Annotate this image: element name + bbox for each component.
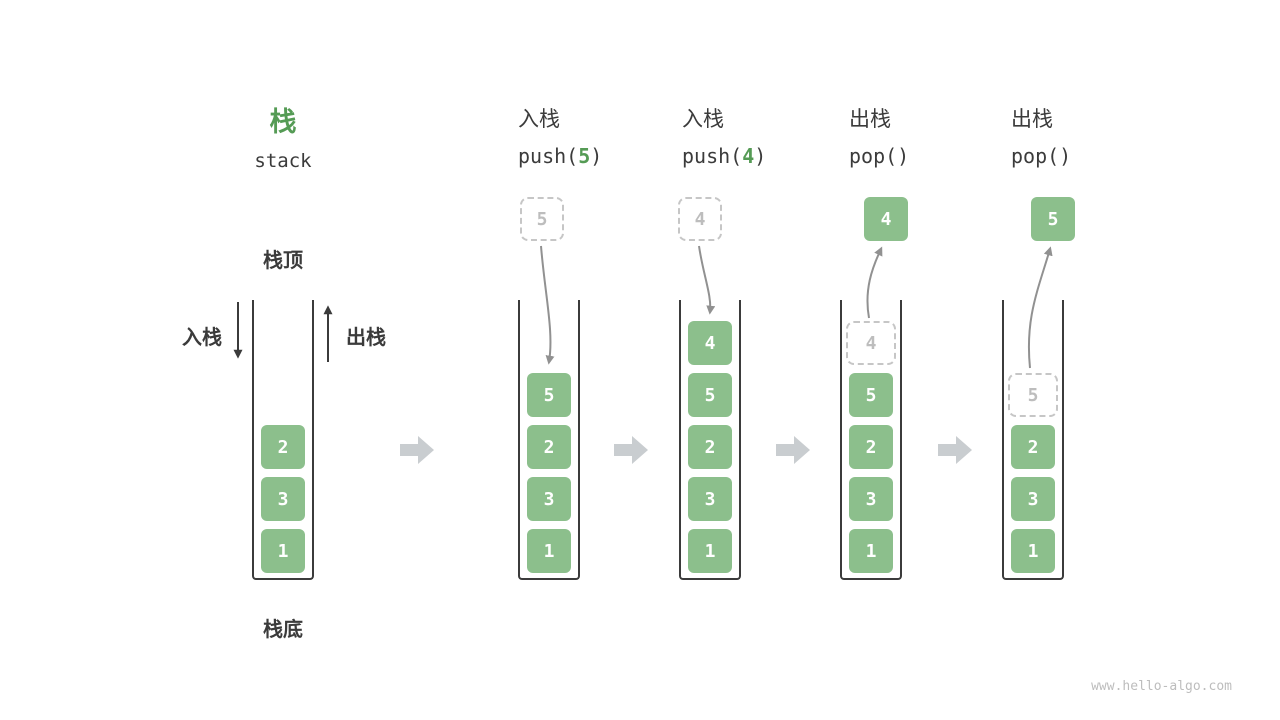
diagram-title: 栈 — [269, 107, 297, 137]
stack-cell-ghost: 4 — [846, 321, 896, 365]
stage-push5-header: 入栈 push(5) — [518, 108, 602, 168]
fn-post: ) — [897, 144, 910, 168]
stack-cell: 1 — [527, 529, 571, 573]
stack-cell: 1 — [1011, 529, 1055, 573]
stack-cell: 4 — [688, 321, 732, 365]
incoming-value-box: 5 — [520, 197, 564, 241]
incoming-value-box: 4 — [678, 197, 722, 241]
transition-arrow-shape — [400, 436, 434, 464]
fn-pre: pop( — [849, 144, 898, 168]
stack-during-pop4: 4 5 2 3 1 — [840, 300, 902, 580]
stack-bottom-label: 栈底 — [263, 619, 303, 641]
diagram-title-block: 栈 stack — [203, 100, 363, 172]
transition-arrow-icon — [400, 436, 434, 464]
operation-label: 入栈 — [518, 108, 560, 131]
stack-cell: 2 — [261, 425, 305, 469]
function-call-label: push(4) — [682, 144, 766, 168]
stack-cell: 2 — [849, 425, 893, 469]
fn-pre: push( — [682, 144, 743, 168]
stack-cell: 5 — [849, 373, 893, 417]
fn-arg: 4 — [742, 144, 755, 168]
stack-after-push4: 4 5 2 3 1 — [679, 300, 741, 580]
watermark: www.hello-algo.com — [1091, 679, 1232, 694]
function-call-label: pop() — [849, 144, 909, 168]
stack-cell-ghost: 5 — [1008, 373, 1058, 417]
stack-cell: 3 — [261, 477, 305, 521]
transition-arrow-icon — [614, 436, 648, 464]
stage-push4-header: 入栈 push(4) — [682, 108, 766, 168]
fn-pre: push( — [518, 144, 579, 168]
stack-after-push5: 5 2 3 1 — [518, 300, 580, 580]
function-call-label: push(5) — [518, 144, 602, 168]
transition-arrow-icon — [938, 436, 972, 464]
fn-arg: 5 — [578, 144, 591, 168]
function-call-label: pop() — [1011, 144, 1071, 168]
popped-value-box: 5 — [1031, 197, 1075, 241]
stack-initial: 2 3 1 — [252, 300, 314, 580]
push-direction-label: 入栈 — [182, 327, 222, 349]
stack-cell: 2 — [527, 425, 571, 469]
stage-pop4-header: 出栈 pop() — [849, 108, 909, 168]
transition-arrow-shape — [614, 436, 648, 464]
stack-cell: 3 — [1011, 477, 1055, 521]
operation-label: 出栈 — [849, 108, 891, 131]
stack-cell: 1 — [688, 529, 732, 573]
operation-label: 出栈 — [1011, 108, 1053, 131]
fn-pre: pop( — [1011, 144, 1060, 168]
stack-cell: 1 — [261, 529, 305, 573]
stack-top-label: 栈顶 — [263, 250, 303, 272]
fn-post: ) — [754, 144, 767, 168]
stack-cell: 3 — [527, 477, 571, 521]
stage-pop5-header: 出栈 pop() — [1011, 108, 1071, 168]
transition-arrow-shape — [776, 436, 810, 464]
stack-cell: 3 — [849, 477, 893, 521]
operation-label: 入栈 — [682, 108, 724, 131]
stack-cell: 3 — [688, 477, 732, 521]
popped-value-box: 4 — [864, 197, 908, 241]
stack-cell: 5 — [527, 373, 571, 417]
stack-cell: 1 — [849, 529, 893, 573]
transition-arrow-shape — [938, 436, 972, 464]
fn-post: ) — [1059, 144, 1072, 168]
fn-post: ) — [590, 144, 603, 168]
pop-direction-label: 出栈 — [346, 327, 386, 349]
stack-cell: 2 — [1011, 425, 1055, 469]
stack-during-pop5: 5 2 3 1 — [1002, 300, 1064, 580]
stack-cell: 2 — [688, 425, 732, 469]
stack-cell: 5 — [688, 373, 732, 417]
diagram-subtitle: stack — [254, 150, 312, 172]
transition-arrow-icon — [776, 436, 810, 464]
